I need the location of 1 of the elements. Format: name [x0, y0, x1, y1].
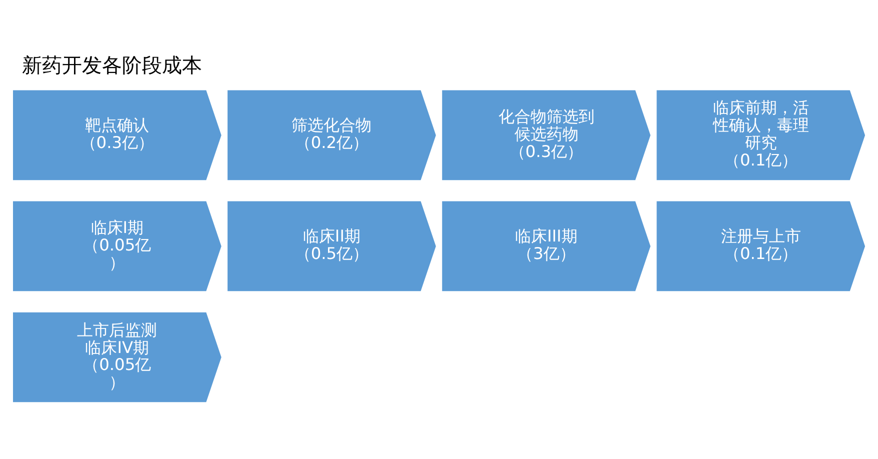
diagram-title: 新药开发各阶段成本	[22, 52, 202, 76]
